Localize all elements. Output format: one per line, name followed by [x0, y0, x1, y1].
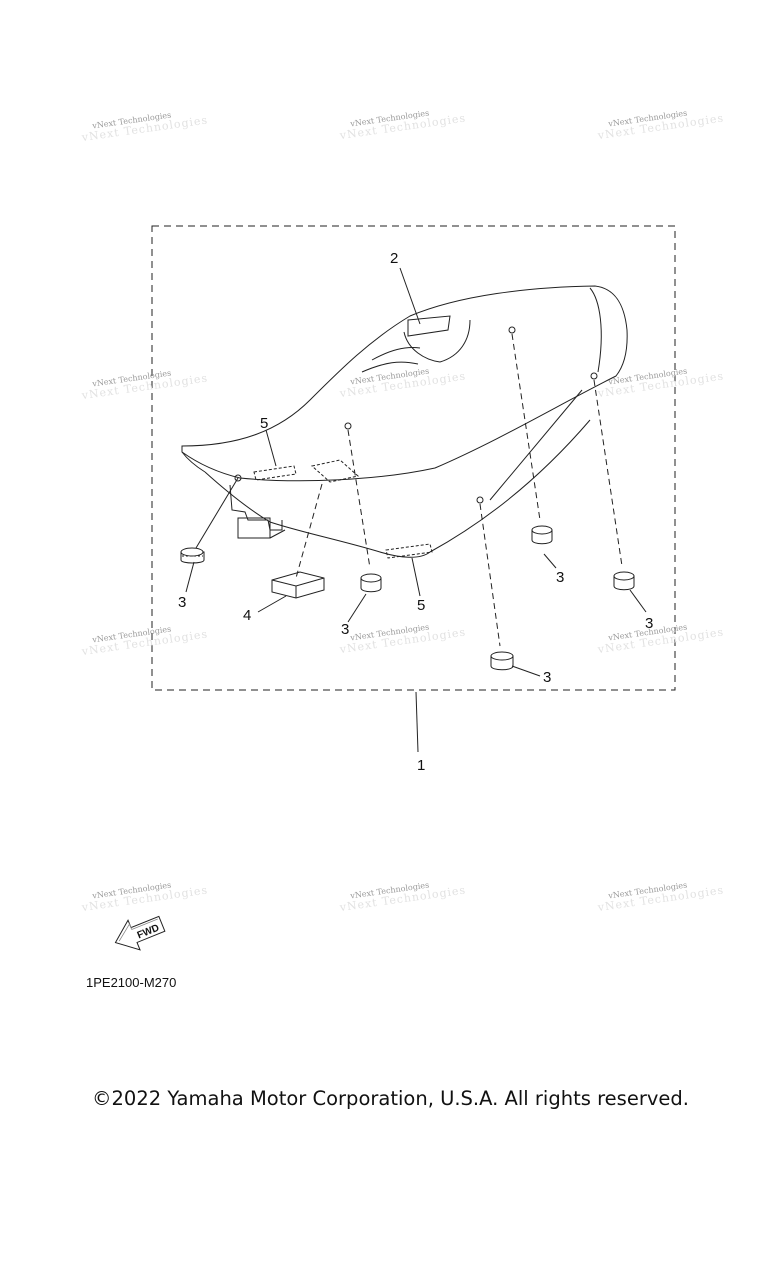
seat-drawing	[181, 285, 628, 599]
callout-5: 5	[260, 415, 268, 432]
diagram-code: 1PE2100-M270	[86, 975, 177, 990]
callout-3: 3	[556, 569, 564, 586]
damper	[613, 571, 635, 591]
mount-holes	[234, 326, 598, 504]
damper	[180, 547, 205, 564]
callout-1: 1	[417, 757, 425, 774]
callout-3: 3	[645, 615, 653, 632]
copyright-notice: ©2022 Yamaha Motor Corporation, U.S.A. A…	[92, 1087, 689, 1110]
callout-2: 2	[390, 250, 398, 267]
damper	[490, 651, 514, 671]
callout-4: 4	[243, 607, 251, 624]
callout-3: 3	[543, 669, 551, 686]
leader-lines	[185, 267, 647, 753]
forward-arrow-icon: FWD	[114, 915, 166, 951]
alignment-lines	[295, 333, 623, 647]
callout-3: 3	[341, 621, 349, 638]
callout-3: 3	[178, 594, 186, 611]
callout-5: 5	[417, 597, 425, 614]
assembly-boundary	[151, 225, 676, 691]
callouts: 1 2 3 3 3 3 3 4 5 5	[178, 250, 653, 774]
damper	[360, 573, 382, 593]
dampers	[180, 525, 635, 671]
damper	[531, 525, 553, 545]
